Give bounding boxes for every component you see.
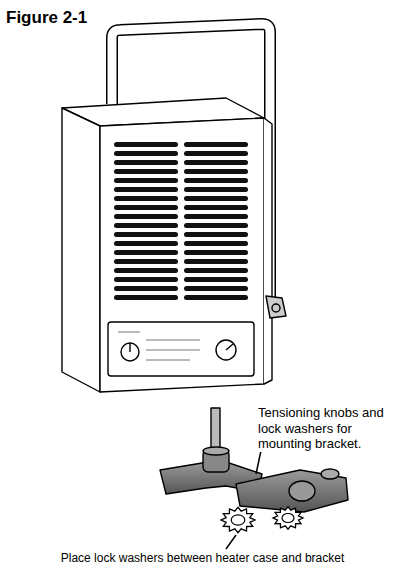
louver-slot	[114, 142, 178, 147]
louver-slot	[184, 268, 248, 273]
louver-slot	[184, 178, 248, 183]
louver-slot	[114, 250, 178, 255]
louver-slot	[184, 286, 248, 291]
louver-slot	[184, 205, 248, 210]
louver-slot	[114, 214, 178, 219]
pivot-knob	[266, 296, 286, 318]
lock-washer	[221, 507, 255, 533]
control-panel	[108, 322, 254, 376]
louver-slot	[114, 241, 178, 246]
louver-slot	[184, 196, 248, 201]
tensioning-knob	[236, 470, 348, 512]
louver-slot	[184, 151, 248, 156]
callout-label: Tensioning knobs and lock washers for mo…	[258, 405, 403, 452]
louver-slot	[114, 196, 178, 201]
louver-slot	[184, 277, 248, 282]
louver-slot	[114, 295, 178, 300]
louver-slot	[114, 259, 178, 264]
louver-slot	[184, 295, 248, 300]
louver-slot	[184, 214, 248, 219]
louver-slot	[114, 286, 178, 291]
figure-title: Figure 2-1	[6, 8, 87, 28]
louver-slot	[184, 232, 248, 237]
louver-slot	[184, 223, 248, 228]
louver-slot	[114, 268, 178, 273]
louver-slot	[114, 178, 178, 183]
louver-slot	[184, 241, 248, 246]
louver-slot	[114, 160, 178, 165]
thermostat-dial	[121, 343, 139, 361]
heater-side	[62, 108, 100, 392]
heater-front	[100, 118, 264, 392]
lock-washer	[273, 507, 303, 530]
louver-slot	[114, 232, 178, 237]
callout-label: Place lock washers between heater case a…	[0, 551, 405, 565]
louver-slot	[114, 277, 178, 282]
selector-dial	[216, 340, 236, 360]
louver-slot	[114, 223, 178, 228]
louver-slot	[184, 160, 248, 165]
louver-slot	[114, 169, 178, 174]
louver-slot	[114, 205, 178, 210]
louver-slot	[184, 250, 248, 255]
louver-slot	[184, 169, 248, 174]
louver-slot	[114, 187, 178, 192]
louver-slot	[184, 187, 248, 192]
louver-slot	[184, 142, 248, 147]
leader-line	[226, 535, 236, 549]
louver-slot	[114, 151, 178, 156]
louver-slot	[184, 259, 248, 264]
